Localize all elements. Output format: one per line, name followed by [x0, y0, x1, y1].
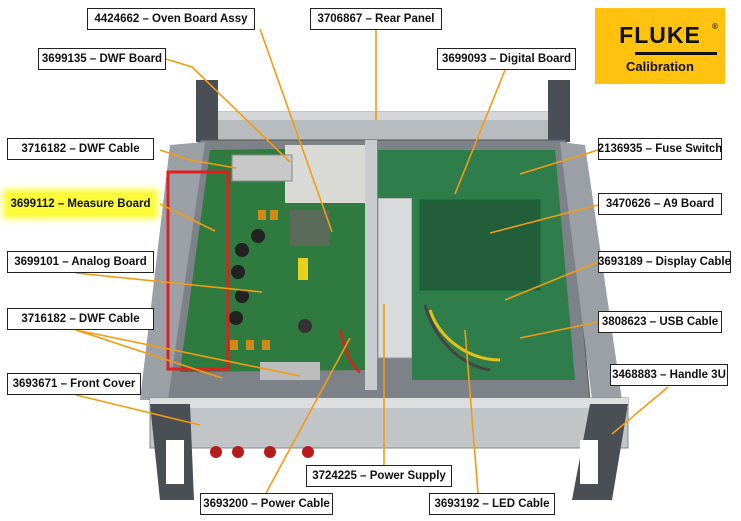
label-front-cover: 3693671 – Front Cover [7, 373, 141, 395]
label-digital-board: 3699093 – Digital Board [437, 48, 576, 70]
rear-handle-left [196, 80, 218, 142]
label-fuse-switch: 2136935 – Fuse Switch [598, 138, 722, 160]
dwf-board-box [285, 145, 365, 203]
dwf-cable-top [231, 154, 293, 182]
oven-board [290, 210, 330, 246]
label-display-cable: 3693189 – Display Cable [598, 251, 731, 273]
fluke-calibration-logo: FLUKE ® Calibration [595, 8, 725, 84]
label-dwf-cable-top: 3716182 – DWF Cable [7, 138, 154, 160]
label-rear-panel: 3706867 – Rear Panel [310, 8, 442, 30]
label-dwf-board: 3699135 – DWF Board [38, 48, 166, 70]
label-power-supply: 3724225 – Power Supply [306, 465, 452, 487]
label-usb-cable: 3808623 – USB Cable [598, 311, 722, 333]
logo-subtitle: Calibration [626, 59, 694, 74]
power-supply [377, 197, 413, 359]
label-dwf-cable-bottom: 3716182 – DWF Cable [7, 308, 154, 330]
logo-brand: FLUKE [619, 22, 701, 48]
label-led-cable: 3693192 – LED Cable [429, 493, 555, 515]
label-a9-board: 3470626 – A9 Board [598, 193, 722, 215]
label-measure-board: 3699112 – Measure Board [7, 193, 154, 215]
rear-handle-right [548, 80, 570, 142]
logo-registered-mark: ® [711, 22, 719, 31]
label-oven-board-assy: 4424662 – Oven Board Assy [87, 8, 255, 30]
dwf-cable-bottom [260, 362, 320, 380]
logo-bar [635, 52, 717, 55]
label-analog-board: 3699101 – Analog Board [7, 251, 154, 273]
divider-wall [365, 140, 377, 390]
label-handle-3u: 3468883 – Handle 3U [610, 364, 728, 386]
label-power-cable: 3693200 – Power Cable [200, 493, 333, 515]
a9-board [419, 199, 541, 291]
